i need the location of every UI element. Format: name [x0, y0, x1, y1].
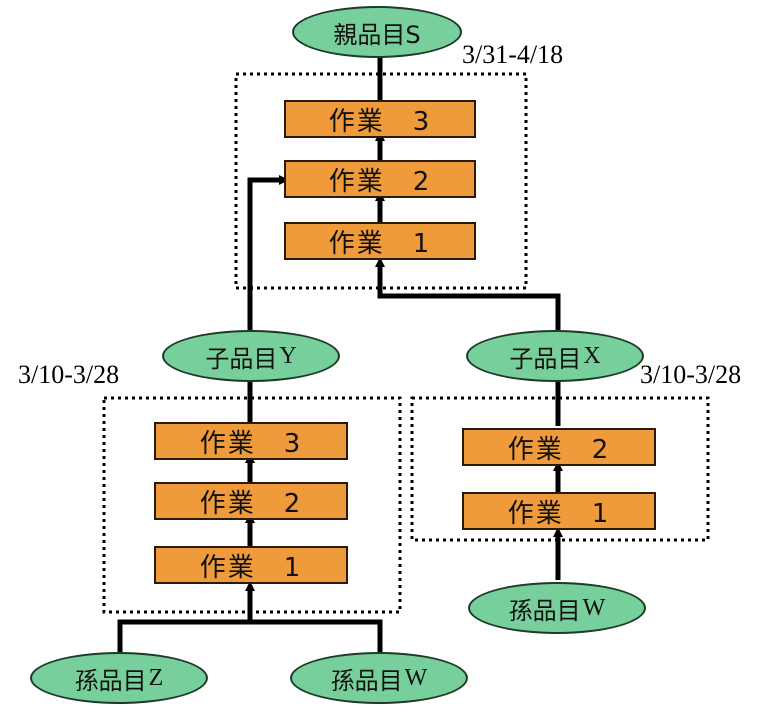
child-item-y-latin: Y — [279, 342, 297, 369]
y-op-1: 作業 1 — [154, 546, 348, 584]
group-x-dates: 3/10-3/28 — [640, 360, 742, 389]
s-op-1: 作業 1 — [284, 222, 476, 260]
child-item-x-jp: 子品目 — [509, 344, 582, 373]
s-op-2: 作業 2 — [284, 160, 476, 198]
x-op-2: 作業 2 — [462, 428, 656, 466]
grand-item-z-latin: Z — [148, 664, 164, 691]
group-y-dates: 3/10-3/28 — [18, 360, 120, 389]
parent-item-s-label: 親品目S — [333, 20, 421, 49]
s-op-3: 作業 3 — [284, 100, 476, 138]
child-item-y-jp: 子品目 — [205, 344, 278, 373]
grand-item-w-right-jp: 孫品目 — [508, 596, 581, 625]
x-op-1: 作業 1 — [462, 492, 656, 530]
y-op-3: 作業 3 — [154, 422, 348, 460]
arrow-child-y-to-s-op2 — [247, 175, 289, 330]
arrow-grand-w-left-to-y-op1 — [250, 619, 383, 654]
y-op-2: 作業 2 — [154, 482, 348, 520]
child-item-x-latin: X — [583, 342, 601, 369]
arrow-child-x-to-s-op1 — [375, 257, 561, 330]
grand-item-w-left-jp: 孫品目 — [330, 666, 403, 695]
arrow-grand-z-to-y-op1 — [117, 619, 250, 654]
grand-item-w-right-latin: W — [582, 594, 606, 621]
grand-item-w-left-latin: W — [404, 664, 428, 691]
grand-item-z-jp: 孫品目 — [74, 666, 147, 695]
group-s-dates: 3/31-4/18 — [462, 40, 564, 69]
parent-item-s: 親品目S — [292, 6, 462, 58]
